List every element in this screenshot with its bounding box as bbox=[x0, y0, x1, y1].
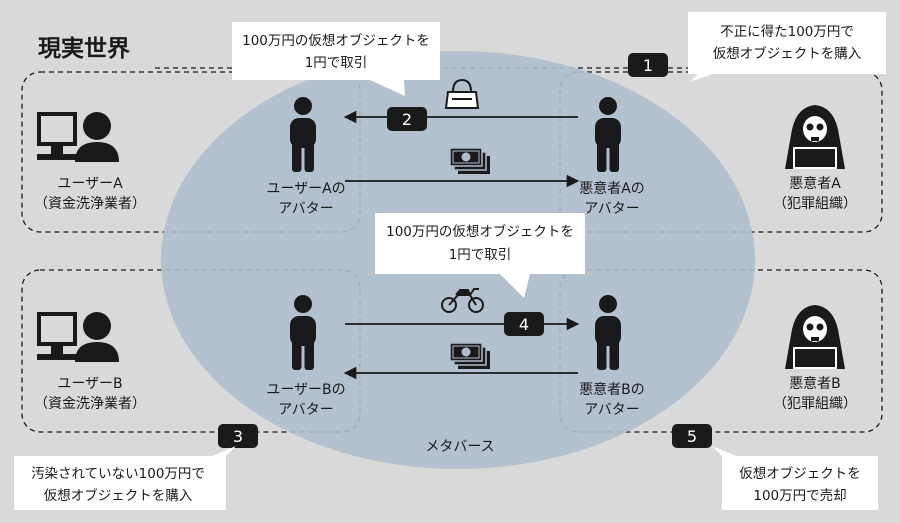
avatar-criminal-a-label: 悪意者Aの bbox=[579, 180, 645, 197]
pc-user-icon bbox=[37, 312, 119, 362]
criminal-a-role: （犯罪組織） bbox=[773, 196, 857, 212]
step-badge-3: 3 bbox=[218, 424, 258, 448]
svg-text:1円で取引: 1円で取引 bbox=[305, 55, 368, 71]
step-badge-5: 5 bbox=[672, 424, 712, 448]
svg-text:仮想オブジェクトを: 仮想オブジェクトを bbox=[739, 465, 861, 482]
callout-step-3: 汚染されていない100万円で 仮想オブジェクトを購入 bbox=[14, 446, 236, 510]
avatar-user-a-label: ユーザーAの bbox=[266, 181, 345, 197]
user-b-region bbox=[21, 269, 361, 433]
user-b-role: （資金洗浄業者） bbox=[34, 396, 146, 412]
avatar-user-b-label: ユーザーBの bbox=[266, 382, 345, 398]
step-badge-1: 1 bbox=[628, 53, 668, 77]
motorcycle-icon bbox=[441, 288, 484, 313]
step-badge-4: 4 bbox=[504, 312, 544, 336]
svg-text:仮想オブジェクトを購入: 仮想オブジェクトを購入 bbox=[713, 45, 862, 62]
metaverse-label: メタバース bbox=[425, 439, 494, 455]
banknotes-icon bbox=[449, 147, 491, 175]
svg-text:不正に得た100万円で: 不正に得た100万円で bbox=[720, 23, 854, 40]
callout-step-2: 100万円の仮想オブジェクトを 1円で取引 bbox=[232, 22, 440, 96]
svg-text:1円で取引: 1円で取引 bbox=[449, 247, 512, 263]
avatar-user-b-label2: アバター bbox=[278, 402, 333, 418]
real-world-label: 現実世界 bbox=[38, 35, 130, 62]
criminal-b-role: （犯罪組織） bbox=[773, 396, 857, 412]
avatar-user-a-label2: アバター bbox=[278, 201, 333, 217]
user-a-role: （資金洗浄業者） bbox=[34, 196, 146, 212]
avatar-criminal-b-label2: アバター bbox=[584, 402, 639, 418]
svg-text:汚染されていない100万円で: 汚染されていない100万円で bbox=[31, 466, 205, 482]
handbag-icon bbox=[444, 78, 480, 109]
svg-text:100万円で売却: 100万円で売却 bbox=[753, 488, 846, 504]
banknotes-icon bbox=[449, 342, 491, 370]
step-badge-2: 2 bbox=[387, 107, 427, 131]
callout-step-4: 100万円の仮想オブジェクトを 1円で取引 bbox=[375, 213, 585, 298]
pc-user-icon bbox=[37, 112, 119, 162]
svg-text:100万円の仮想オブジェクトを: 100万円の仮想オブジェクトを bbox=[386, 223, 574, 240]
user-a-name: ユーザーA bbox=[57, 176, 123, 192]
avatar-criminal-b-label: 悪意者Bの bbox=[579, 381, 645, 398]
svg-text:仮想オブジェクトを購入: 仮想オブジェクトを購入 bbox=[44, 487, 193, 504]
hacker-skull-icon bbox=[785, 305, 845, 369]
criminal-b-name: 悪意者B bbox=[789, 375, 841, 392]
svg-text:100万円の仮想オブジェクトを: 100万円の仮想オブジェクトを bbox=[242, 32, 430, 49]
callout-step-1: 不正に得た100万円で 仮想オブジェクトを購入 bbox=[688, 12, 886, 82]
avatar-criminal-a-label2: アバター bbox=[584, 201, 639, 217]
svg-text:4: 4 bbox=[519, 315, 529, 334]
svg-text:1: 1 bbox=[643, 56, 653, 75]
user-b-name: ユーザーB bbox=[57, 376, 122, 392]
svg-text:5: 5 bbox=[687, 427, 697, 446]
hacker-skull-icon bbox=[785, 105, 845, 169]
svg-text:2: 2 bbox=[402, 110, 412, 129]
criminal-a-name: 悪意者A bbox=[789, 175, 841, 192]
svg-text:3: 3 bbox=[233, 427, 243, 446]
callout-step-5: 仮想オブジェクトを 100万円で売却 bbox=[712, 446, 878, 510]
